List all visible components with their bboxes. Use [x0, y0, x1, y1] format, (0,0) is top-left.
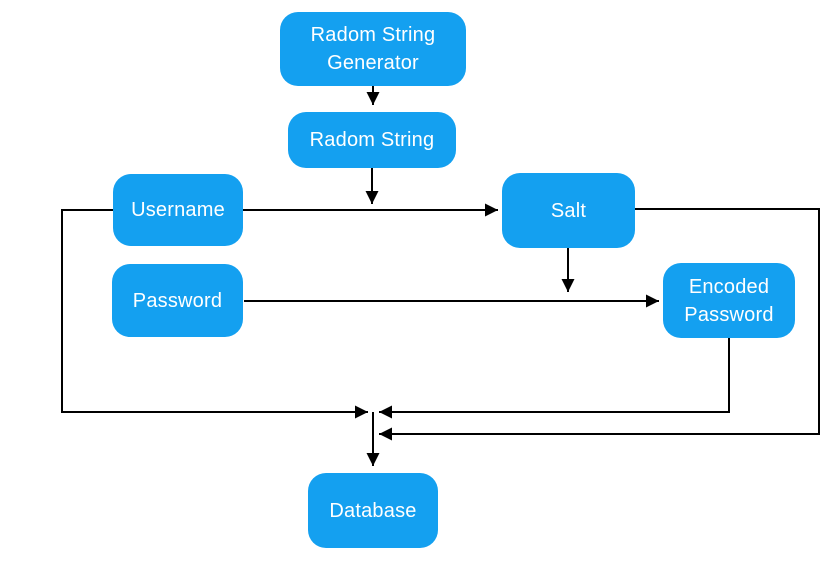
node-label: Radom String Generator	[310, 24, 436, 74]
node-label: Database	[329, 499, 417, 522]
edge-username-to-database	[61, 209, 368, 419]
node-encoded-password: Encoded Password	[663, 263, 795, 338]
node-radom-string: Radom String	[288, 112, 456, 168]
node-label: Salt	[550, 199, 587, 222]
node-label: Username	[131, 199, 225, 221]
node-radom-string-generator: Radom String Generator	[280, 12, 466, 86]
edge-encoded-password-to-database	[379, 338, 730, 419]
node-username: Username	[113, 174, 243, 246]
node-salt: Salt	[502, 173, 635, 248]
node-password: Password	[112, 264, 243, 337]
node-label: Password	[132, 289, 223, 312]
node-label: Radom String	[309, 129, 435, 151]
node-label: Encoded Password	[684, 275, 774, 326]
node-database: Database	[308, 473, 438, 548]
edge-salt-to-database	[379, 208, 820, 441]
